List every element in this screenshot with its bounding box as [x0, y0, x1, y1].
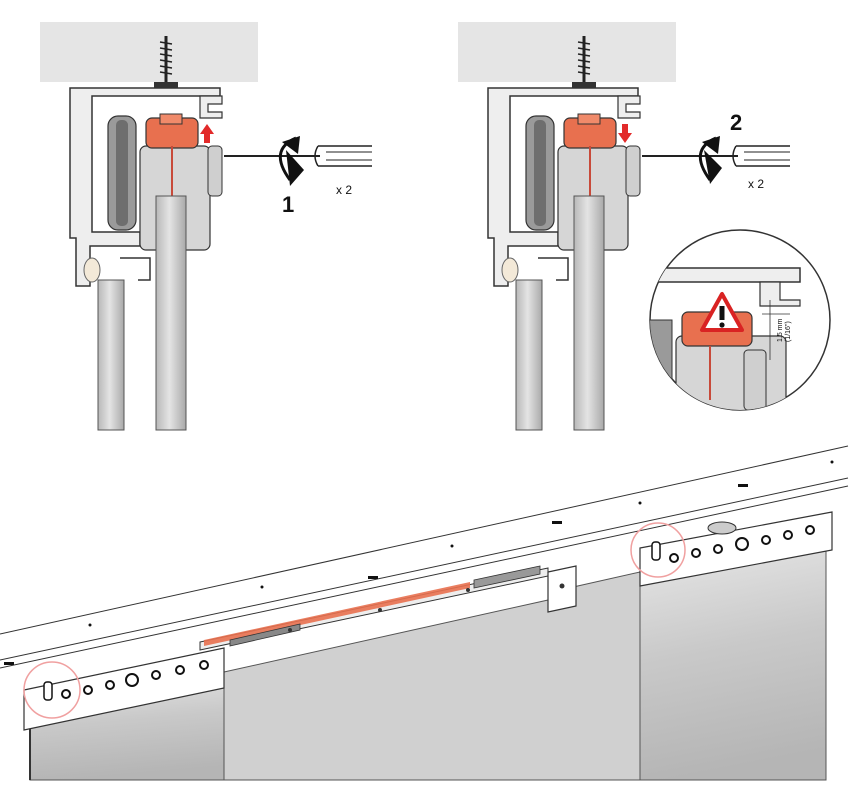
- warning-icon: [700, 292, 744, 332]
- left-carriage-plate: [23, 647, 225, 731]
- gap-detail-callout: 1.5 mm (1/16"): [649, 229, 831, 411]
- ceiling-block: [40, 22, 258, 82]
- adjustment-nut: [145, 113, 199, 149]
- adjustment-arrow-down-icon: [618, 124, 632, 143]
- top-track: [0, 445, 849, 635]
- step1-quantity: x 2: [336, 183, 352, 197]
- step1-number: 1: [282, 192, 294, 217]
- left-adjustment-callout: [23, 661, 81, 719]
- door-profile-front: [573, 195, 605, 431]
- step1-panel: 1 x 2: [40, 22, 372, 431]
- step2-panel: 2 x 2 1.5 mm (1/16"): [458, 22, 831, 431]
- ceiling-block: [458, 22, 676, 82]
- adjustment-arrow-up-icon: [200, 124, 214, 143]
- right-adjustment-callout: [630, 522, 686, 578]
- door-profile-rear: [97, 279, 125, 431]
- screw-icon: [572, 36, 596, 88]
- screwdriver-icon: [224, 145, 372, 167]
- door-profile-front: [155, 195, 187, 431]
- gap-dimension: 1.5 mm: [777, 318, 784, 342]
- rotation-arrow-icon: [699, 136, 722, 184]
- overview-panel: [0, 445, 849, 781]
- screwdriver-icon: [642, 145, 790, 167]
- damper-bracket: [547, 565, 577, 613]
- soft-close-damper: [199, 565, 549, 651]
- gap-dimension-imperial: (1/16"): [785, 321, 792, 342]
- door-profile-rear: [515, 279, 543, 431]
- step2-quantity: x 2: [748, 177, 764, 191]
- rotation-arrow-icon: [279, 136, 304, 186]
- right-carriage-plate: [639, 511, 833, 587]
- adjustment-nut: [563, 113, 617, 149]
- screw-icon: [154, 36, 178, 88]
- step2-number: 2: [730, 110, 742, 135]
